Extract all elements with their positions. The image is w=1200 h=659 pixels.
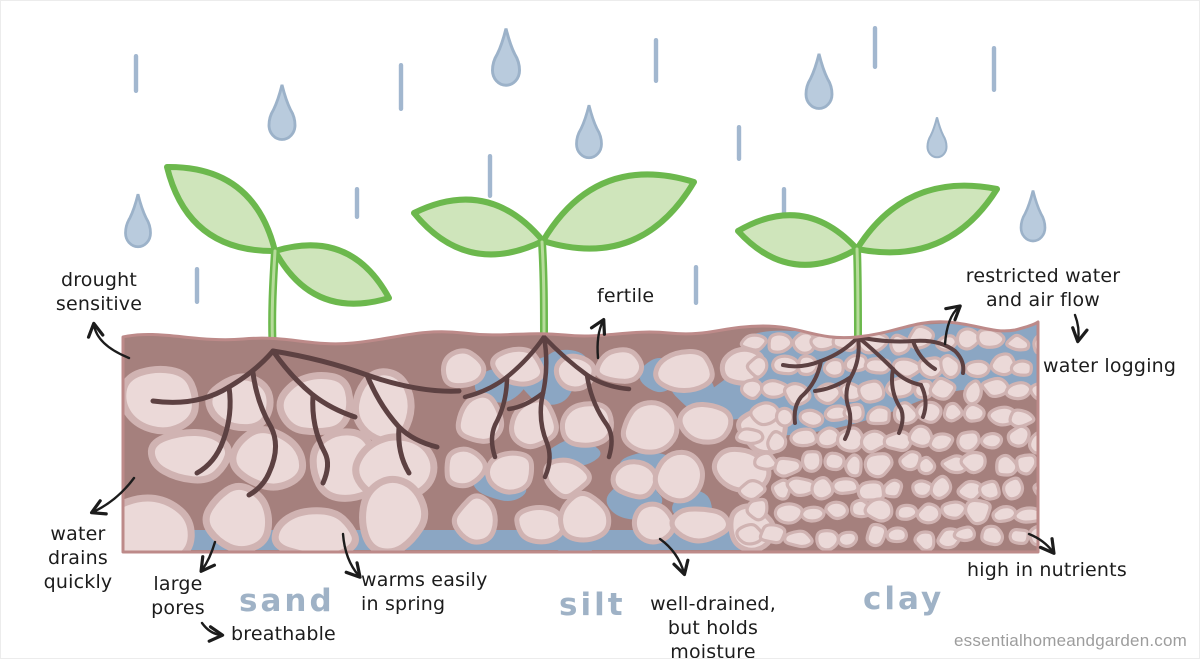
raindrop-icon (267, 84, 297, 141)
rain-streak (398, 63, 404, 111)
arrow-well-drained (658, 537, 690, 577)
label-well-drained: well-drained, but holds moisture (650, 593, 776, 659)
seedling-clay (735, 182, 1000, 343)
leaf (411, 196, 546, 258)
label-drought-sensitive: drought sensitive (55, 269, 143, 315)
soil-label-silt: silt (559, 587, 626, 623)
annotation-arrows (86, 304, 1089, 643)
leaf (735, 212, 860, 268)
raindrop-icon (804, 53, 834, 110)
arrow-breathable (200, 621, 225, 643)
soil-label-sand: sand (239, 583, 335, 619)
label-large-pores: large pores (151, 573, 205, 619)
roots-clay (781, 335, 966, 441)
label-breathable: breathable (231, 623, 336, 645)
rain-streak (354, 187, 360, 219)
raindrop-icon (491, 28, 521, 87)
label-fertile: fertile (597, 285, 655, 307)
arrow-large-pores (199, 540, 217, 573)
rain-streak (872, 26, 878, 69)
raindrop-icon (926, 117, 948, 159)
clay-particles (735, 324, 1038, 552)
arrow-drought (86, 321, 131, 360)
leaf (854, 182, 1000, 256)
raindrop-icon (575, 104, 603, 160)
leaf (540, 171, 697, 252)
label-restricted-flow: restricted water and air flow (965, 265, 1121, 311)
soil-label-clay: clay (863, 581, 945, 617)
watermark: essentialhomeandgarden.com (954, 631, 1187, 650)
arrow-water-logging (1071, 313, 1089, 344)
raindrop-icon (1019, 190, 1047, 243)
arrow-fertile (589, 317, 607, 360)
arrow-high-nutrients (1027, 532, 1056, 555)
rain-streak (133, 54, 139, 93)
soil-band (121, 320, 1040, 554)
leaf (164, 163, 278, 255)
arrow-warms (341, 532, 362, 579)
leaf (272, 242, 392, 307)
roots-sand (150, 348, 462, 498)
label-water-logging: water logging (1043, 355, 1177, 377)
arrow-water-drains (89, 476, 136, 516)
rain-group (124, 26, 1047, 305)
arrow-restricted (943, 304, 962, 346)
raindrop-icon (124, 193, 152, 249)
soil-surface-outline (121, 320, 1040, 554)
label-water-drains: water drains quickly (43, 523, 113, 593)
label-high-nutrients: high in nutrients (967, 559, 1127, 581)
seedlings-group (164, 163, 1000, 357)
rain-streak (736, 125, 742, 161)
rain-streak (194, 267, 200, 304)
rain-streak (487, 154, 493, 198)
label-warms-easily: warms easily in spring (361, 569, 488, 615)
rain-streak (991, 46, 997, 92)
rain-streak (693, 265, 699, 305)
seedling-silt (411, 171, 697, 343)
rain-streak (653, 38, 659, 83)
roots-silt (462, 334, 632, 480)
